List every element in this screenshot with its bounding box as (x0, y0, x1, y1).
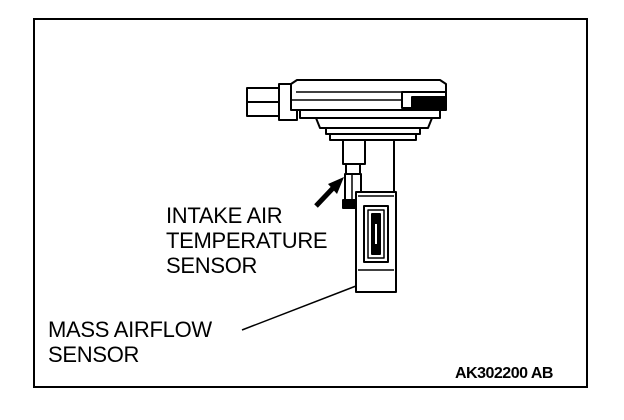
mass-airflow-leader-line (241, 285, 357, 331)
intake-air-label-line2: TEMPERATURE (166, 228, 328, 253)
mass-airflow-sensor-body (355, 139, 397, 293)
intake-air-label-line3: SENSOR (166, 253, 258, 278)
electrical-connector (246, 83, 298, 121)
intake-air-label-line1: INTAKE AIR (166, 203, 283, 228)
sensor-housing (290, 79, 447, 141)
mass-airflow-label-line1: MASS AIRFLOW (48, 317, 212, 342)
intake-air-temp-probe (342, 139, 366, 209)
figure-code: AK302200 AB (455, 365, 553, 382)
mass-airflow-label-line2: SENSOR (48, 342, 140, 367)
intake-air-arrow (314, 177, 344, 208)
